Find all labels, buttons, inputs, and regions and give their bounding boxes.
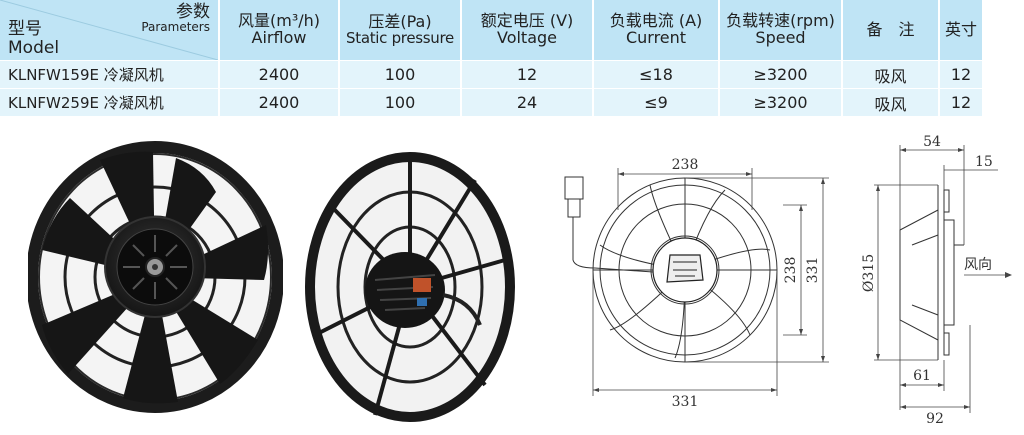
dim-92: 92 bbox=[926, 411, 944, 425]
dim-238-side: 238 bbox=[783, 257, 799, 284]
model-cell: KLNFW159E 冷凝风机 bbox=[0, 61, 218, 88]
table-row: KLNFW259E 冷凝风机 2400 100 24 ≤9 ≥3200 吸风 1… bbox=[0, 89, 1024, 116]
dim-diameter-315: Ø315 bbox=[861, 254, 877, 292]
pressure-header: 压差(Pa)Static pressure bbox=[340, 0, 460, 60]
model-parameters-header: 参数 Parameters 型号 Model bbox=[0, 0, 218, 60]
airflow-cell: 2400 bbox=[220, 89, 338, 116]
current-header: 负载电流 (A)Current bbox=[594, 0, 718, 60]
current-cell: ≤9 bbox=[594, 89, 718, 116]
model-label: 型号 Model bbox=[8, 19, 60, 58]
fan-rear-photo bbox=[305, 152, 515, 422]
header-diagonal bbox=[0, 0, 218, 60]
speed-header: 负载转速(rpm)Speed bbox=[720, 0, 841, 60]
wind-direction-label: 风向 bbox=[964, 257, 992, 273]
parameters-label: 参数 Parameters bbox=[141, 2, 210, 34]
dim-54: 54 bbox=[923, 135, 941, 150]
fan-front-photo bbox=[28, 141, 283, 413]
dim-15: 15 bbox=[975, 154, 993, 170]
speed-cell: ≥3200 bbox=[720, 89, 841, 116]
model-cell: KLNFW259E 冷凝风机 bbox=[0, 89, 218, 116]
remark-cell: 吸风 bbox=[843, 89, 938, 116]
table-row: KLNFW159E 冷凝风机 2400 100 12 ≤18 ≥3200 吸风 … bbox=[0, 61, 1024, 88]
inch-cell: 12 bbox=[940, 89, 982, 116]
dim-331-bottom: 331 bbox=[672, 394, 699, 410]
speed-cell: ≥3200 bbox=[720, 61, 841, 88]
voltage-cell: 12 bbox=[462, 61, 592, 88]
spec-table: 参数 Parameters 型号 Model 风量(m³/h)Airflow 压… bbox=[0, 0, 1024, 118]
voltage-header: 额定电压 (V)Voltage bbox=[462, 0, 592, 60]
table-header-row: 参数 Parameters 型号 Model 风量(m³/h)Airflow 压… bbox=[0, 0, 1024, 60]
airflow-header: 风量(m³/h)Airflow bbox=[220, 0, 338, 60]
dim-61: 61 bbox=[913, 368, 931, 384]
inch-header: 英寸 bbox=[940, 0, 982, 60]
remark-cell: 吸风 bbox=[843, 61, 938, 88]
pressure-cell: 100 bbox=[340, 61, 460, 88]
current-cell: ≤18 bbox=[594, 61, 718, 88]
voltage-cell: 24 bbox=[462, 89, 592, 116]
pressure-cell: 100 bbox=[340, 89, 460, 116]
dim-238-top: 238 bbox=[672, 157, 699, 173]
front-dimension-drawing: 238 331 238 331 bbox=[564, 157, 829, 410]
inch-cell: 12 bbox=[940, 61, 982, 88]
side-dimension-drawing: 54 15 Ø315 61 92 风向 bbox=[861, 135, 1012, 425]
remark-header: 备 注 bbox=[843, 0, 938, 60]
airflow-cell: 2400 bbox=[220, 61, 338, 88]
dim-331-side: 331 bbox=[805, 257, 821, 284]
